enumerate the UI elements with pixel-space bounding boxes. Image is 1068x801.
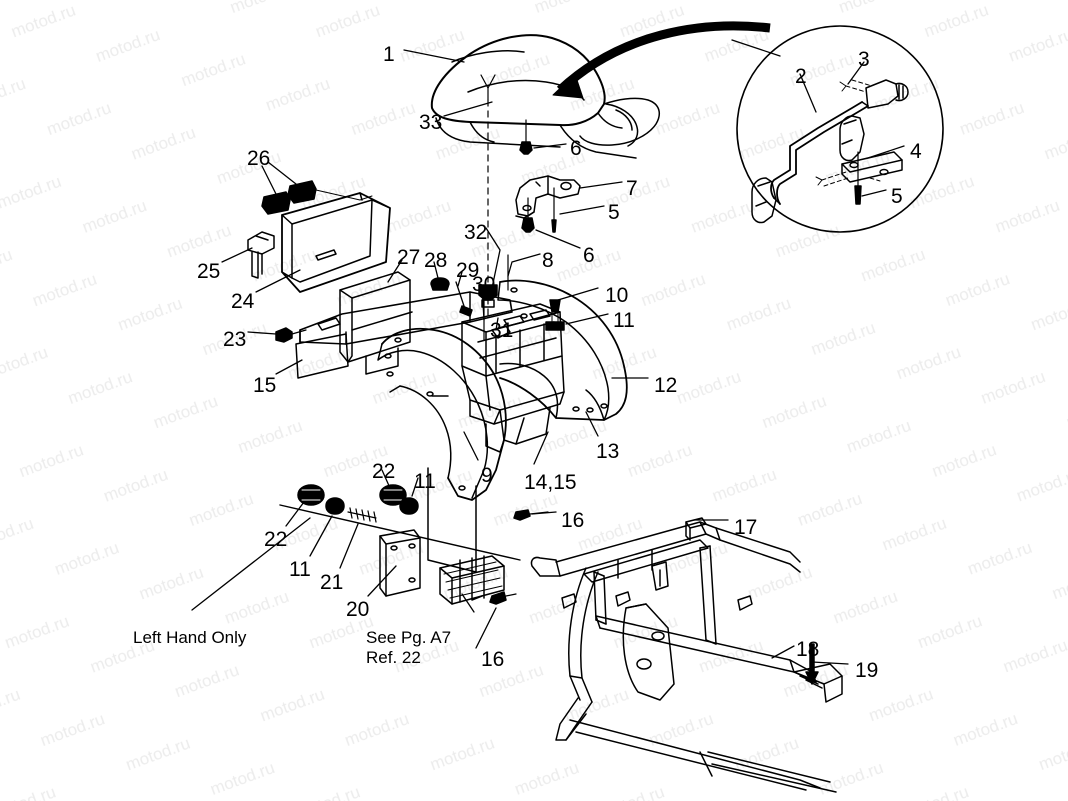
callout-number-23: 23 <box>223 328 247 351</box>
callout-number-5a: 5 <box>608 201 620 224</box>
callout-number-6a: 6 <box>570 137 582 160</box>
callout-number-11c: 11 <box>289 558 311 581</box>
callout-number-5b: 5 <box>891 185 903 208</box>
callout-number-4: 4 <box>910 140 922 163</box>
callout-number-6b: 6 <box>583 244 595 267</box>
callout-number-15a: 15 <box>253 374 277 397</box>
callout-number-13: 13 <box>596 440 620 463</box>
callout-number-31: 31 <box>490 319 514 342</box>
callout-number-7: 7 <box>626 177 638 200</box>
callout-number-32: 32 <box>464 221 488 244</box>
callout-number-16a: 16 <box>561 509 585 532</box>
callout-number-22a: 22 <box>372 460 396 483</box>
callout-number-10: 10 <box>605 284 629 307</box>
callout-number-17: 17 <box>734 516 758 539</box>
callout-number-1: 1 <box>383 43 395 66</box>
callout-number-24: 24 <box>231 290 255 313</box>
callout-number-30: 30 <box>472 273 496 296</box>
callout-number-9: 9 <box>481 464 493 487</box>
note-left-hand-only: Left Hand Only <box>133 628 247 647</box>
callout-number-25: 25 <box>197 260 221 283</box>
callout-number-19: 19 <box>855 659 879 682</box>
callout-number-11b: 11 <box>414 470 436 493</box>
callout-number-11a: 11 <box>613 309 635 332</box>
callout-number-28: 28 <box>424 249 448 272</box>
callout-number-18: 18 <box>796 638 820 661</box>
callout-number-27: 27 <box>397 246 421 269</box>
note-see-page-ref: See Pg. A7 Ref. 22 <box>366 628 452 667</box>
callout-number-16b: 16 <box>481 648 505 671</box>
callout-number-26: 26 <box>247 147 271 170</box>
callout-number-12: 12 <box>654 374 678 397</box>
callout-number-33: 33 <box>419 111 443 134</box>
callout-number-22b: 22 <box>264 528 288 551</box>
callout-number-3: 3 <box>858 48 870 71</box>
callout-number-14_15: 14,15 <box>524 471 577 494</box>
callout-number-21: 21 <box>320 571 344 594</box>
callout-number-8: 8 <box>542 249 554 272</box>
callout-number-2: 2 <box>795 65 807 88</box>
callout-number-20: 20 <box>346 598 370 621</box>
